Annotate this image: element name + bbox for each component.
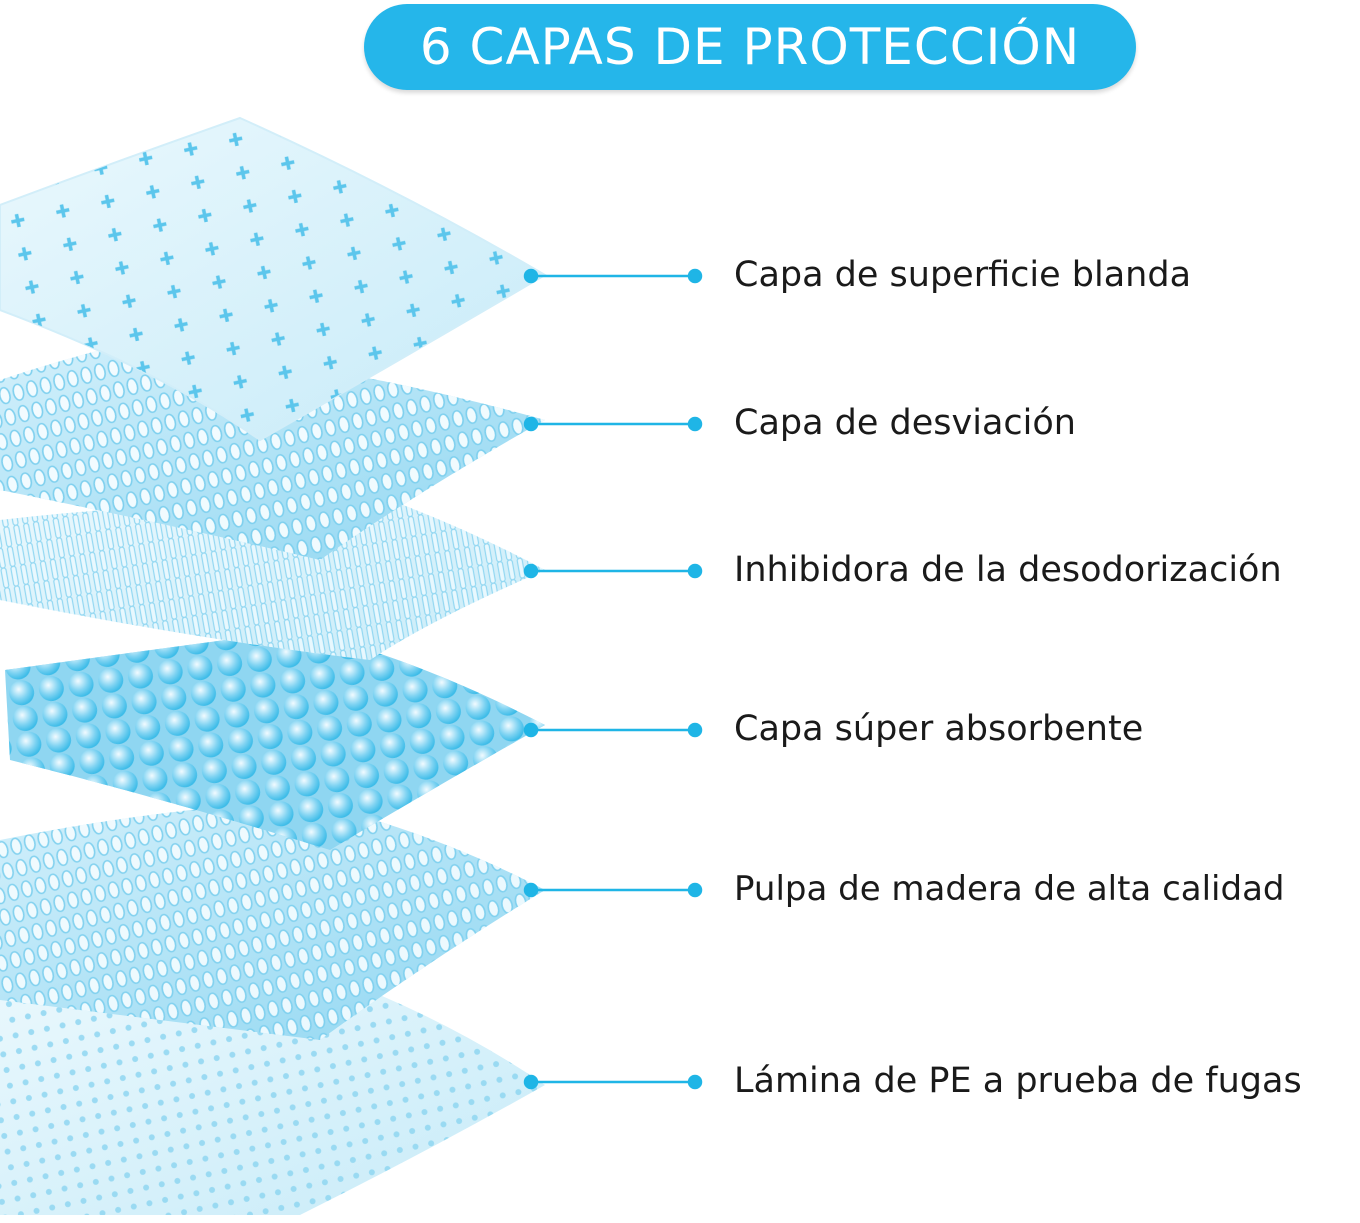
connector-2 — [523, 416, 703, 432]
connector-1 — [523, 268, 703, 284]
connector-6 — [523, 1074, 703, 1090]
connector-4 — [523, 722, 703, 738]
diversion-layer-texture — [0, 345, 545, 560]
connector-5 — [523, 882, 703, 898]
layer-label-super-absorbent: Capa súper absorbente — [734, 709, 1144, 749]
layer-label-leakproof-pe: Lámina de PE a prueba de fugas — [734, 1061, 1302, 1101]
deodorizing-layer-texture — [0, 500, 545, 660]
layer-label-deodorizing: Inhibidora de la desodorización — [734, 550, 1282, 590]
layer-label-diversion: Capa de desviación — [734, 403, 1076, 443]
layer-label-soft-surface: Capa de superficie blanda — [734, 255, 1192, 295]
title-pill: 6 CAPAS DE PROTECCIÓN — [364, 4, 1136, 90]
soft-surface-layer-texture — [0, 118, 545, 440]
page-title: 6 CAPAS DE PROTECCIÓN — [419, 18, 1081, 76]
layer-label-wood-pulp: Pulpa de madera de alta calidad — [734, 869, 1285, 909]
super-absorbent-layer-texture — [5, 630, 545, 850]
leakproof-pe-layer-dots — [0, 975, 545, 1215]
connector-3 — [523, 563, 703, 579]
wood-pulp-layer-texture — [0, 800, 545, 1040]
